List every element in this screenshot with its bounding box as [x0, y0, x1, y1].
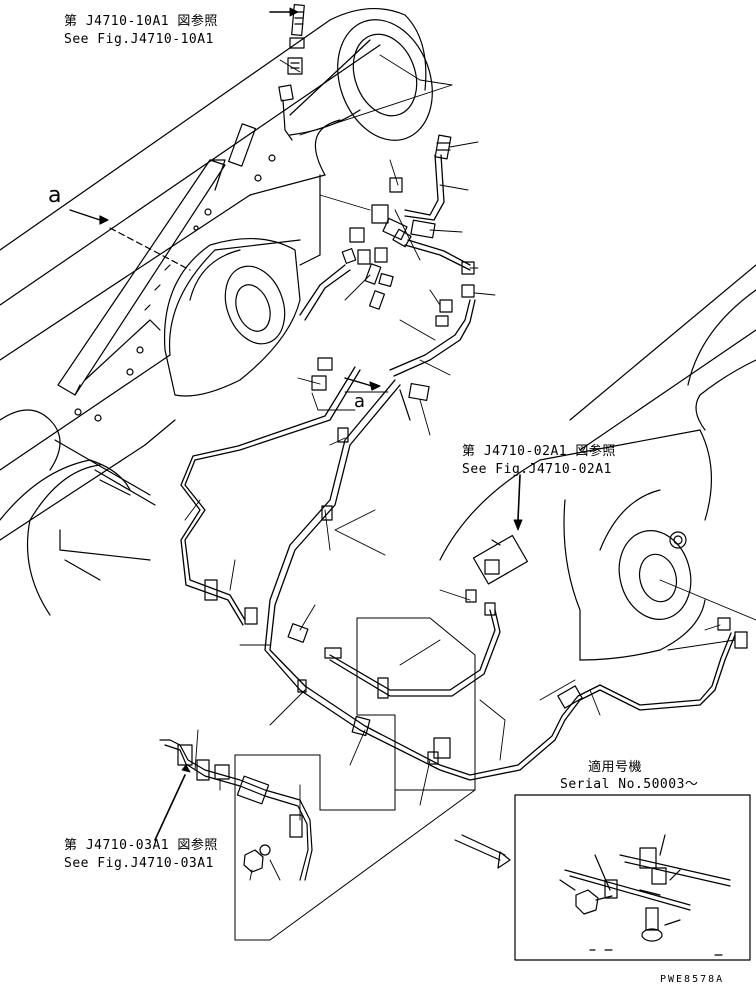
inset-detail: [454, 794, 751, 961]
view-label-a-center: a: [354, 391, 366, 412]
ref-top-jp: 第 J4710-10A1 図参照: [64, 14, 218, 29]
boom-structure: [0, 7, 427, 541]
ref-bottom-jp: 第 J4710-03A1 図参照: [64, 838, 218, 853]
middle-pin-boss: [163, 238, 301, 397]
ref-middle-jp: 第 J4710-02A1 図参照: [462, 444, 616, 459]
view-a-indicator: [69, 209, 381, 391]
drawing-code: PWE8578A: [660, 974, 725, 985]
leader-lines: [154, 7, 756, 881]
top-pin-boss: [289, 19, 433, 141]
serial-en: Serial No.50003～: [560, 777, 699, 792]
view-label-a-left: a: [48, 183, 62, 208]
ref-middle-en: See Fig.J4710-02A1: [462, 462, 612, 477]
ref-bottom-en: See Fig.J4710-03A1: [64, 856, 214, 871]
right-arm: [439, 264, 756, 661]
left-cylinder: [0, 409, 156, 616]
hydraulic-lines: [180, 154, 736, 781]
ref-top-en: See Fig.J4710-10A1: [64, 32, 214, 47]
serial-jp: 適用号機: [588, 760, 643, 775]
detail-boxes: [234, 617, 476, 941]
side-plate: [57, 123, 276, 422]
fittings: [159, 4, 748, 881]
